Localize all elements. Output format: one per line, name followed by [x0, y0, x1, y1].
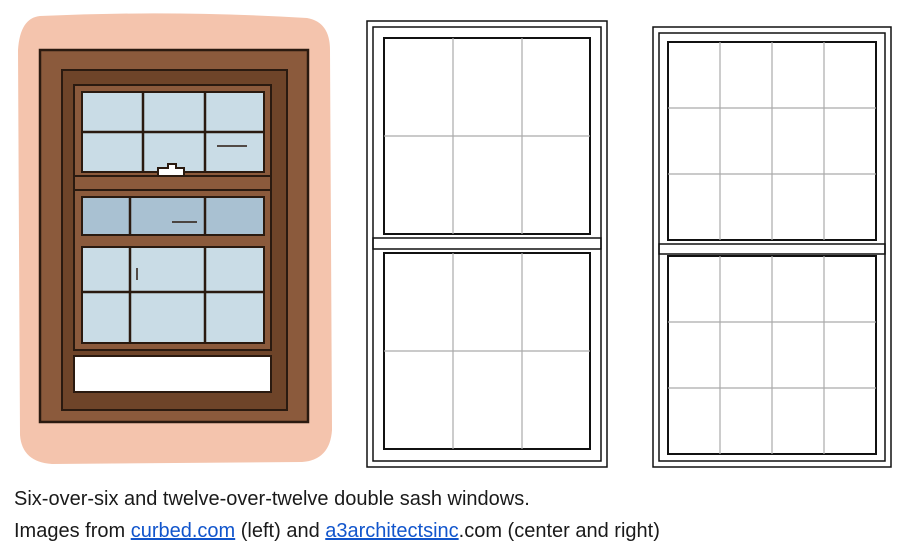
caption-line-1: Six-over-six and twelve-over-twelve doub… [14, 488, 530, 510]
caption-mid: (left) and [235, 520, 326, 542]
window-sill-opening [73, 355, 272, 393]
a3architects-link[interactable]: a3architectsinc [325, 520, 459, 542]
illustrated-six-over-six-window [18, 13, 332, 465]
caption-line-2: Images from curbed.com (left) and a3arch… [14, 519, 660, 543]
six-over-six-window-drawing [366, 20, 608, 468]
meeting-rail [372, 237, 602, 250]
curbed-link[interactable]: curbed.com [130, 520, 236, 542]
meeting-rail [658, 243, 886, 255]
caption-prefix: Images from [14, 520, 131, 542]
twelve-over-twelve-window-drawing [652, 26, 892, 468]
meeting-rail [73, 175, 272, 191]
caption-suffix: .com (center and right) [458, 520, 660, 542]
sash-lock-icon [157, 163, 185, 177]
lower-glass [81, 246, 265, 344]
overlap-glass [81, 196, 265, 236]
